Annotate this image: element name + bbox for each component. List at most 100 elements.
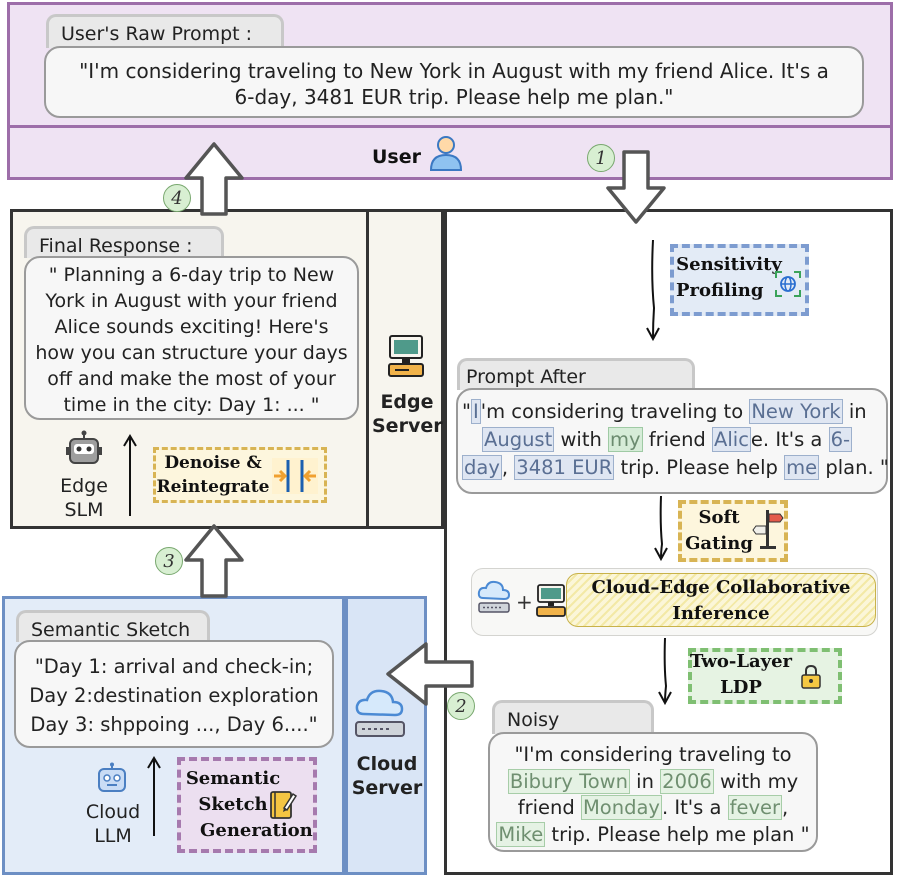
step-4-marker: 4: [163, 184, 191, 212]
final-response-line: off and make the most of your: [47, 368, 336, 390]
final-response-line: " Planning a 6-day trip to New: [48, 264, 335, 286]
soft-gating-label-2: Gating: [685, 533, 753, 554]
ldp-label-1: Two-Layer: [689, 651, 793, 672]
soft-gating-label: Soft Gating: [682, 505, 756, 557]
user-icon: [429, 136, 463, 171]
semantic-generation-label-3: Generation: [200, 820, 313, 841]
user-bar: [7, 128, 893, 180]
final-response-line: York in August with your friend: [45, 290, 338, 312]
user-label: User: [372, 146, 421, 168]
edge-server-label-1: Edge: [380, 391, 434, 413]
collab-label-1: Cloud–Edge Collaborative: [591, 577, 851, 598]
semantic-sketch-tab: Semantic Sketch :: [16, 610, 210, 663]
final-response-line: time in the city: Day 1: ... ": [63, 394, 320, 416]
semantic-generation-label-1: Semantic: [185, 768, 281, 789]
step-2-marker: 2: [447, 692, 475, 720]
token-sensitive: August: [482, 427, 555, 452]
token-sensitive: me: [784, 455, 820, 480]
flow-arrow-left: [386, 642, 474, 706]
denoise-label-2: Reintegrate: [156, 477, 270, 497]
token-sensitive: day: [462, 455, 502, 480]
token: trip. Please help: [614, 456, 785, 479]
cloud-server-icon: [477, 580, 511, 613]
token: 'm considering traveling to: [480, 400, 750, 423]
token: with: [554, 428, 609, 451]
token-sensitive: my: [608, 427, 643, 452]
token: ": [462, 400, 471, 423]
computer-icon: [388, 335, 424, 377]
token: e. It's a: [750, 428, 829, 451]
flow-arrow-up: [184, 142, 244, 216]
up-arrow-icon: [147, 756, 161, 836]
collab-label-2: Inference: [672, 603, 770, 624]
down-arrow-icon: [658, 637, 672, 706]
noisy-prompt-bubble: "I'm considering traveling to Bibury Tow…: [488, 732, 818, 852]
sensitivity-label-1: Sensitivity: [676, 254, 782, 275]
noisy-text: Mike trip. Please help me plan ": [496, 821, 810, 849]
edge-slm-label: Edge SLM: [50, 474, 118, 522]
token-noisy: Bibury Town: [507, 768, 630, 794]
token: in: [629, 769, 661, 793]
collab-label: Cloud–Edge Collaborative Inference: [566, 575, 876, 627]
edge-server-column: [366, 209, 444, 529]
semantic-generation-label: Semantic Sketch Generation: [180, 766, 313, 844]
flow-arrow-down: [606, 150, 666, 224]
semantic-generation-label-2: Sketch: [198, 794, 268, 815]
lock-icon: [801, 664, 821, 689]
edge-server-label: Edge Server: [372, 390, 443, 438]
denoise-label: Denoise & Reintegrate: [156, 451, 270, 499]
flow-arrow-up: [184, 524, 244, 598]
cloud-server-label-1: Cloud: [356, 753, 418, 775]
cloud-server-label-2: Server: [351, 777, 423, 799]
raw-prompt-line-2: 6-day, 3481 EUR trip. Please help me pla…: [234, 85, 674, 109]
token: in: [842, 400, 867, 423]
up-arrow-icon: [123, 434, 137, 516]
sketch-line: Day 2:destination exploration: [29, 684, 319, 707]
token: friend: [642, 428, 713, 451]
cloud-llm-label-2: LLM: [94, 825, 132, 847]
cloud-llm-label-1: Cloud: [85, 801, 141, 823]
cloud-server-label: Cloud Server: [348, 752, 426, 800]
token-sensitive: New York: [749, 399, 843, 424]
computer-icon: [536, 584, 566, 617]
semantic-sketch-generation-box: [177, 757, 317, 853]
scan-globe-icon: [775, 271, 801, 297]
detection-text: day, 3481 EUR trip. Please help me plan.…: [462, 454, 889, 482]
notebook-pen-icon: [270, 791, 298, 819]
noisy-prompt-tab: Noisy Prompt:: [492, 700, 654, 753]
soft-gating-label-1: Soft: [698, 507, 740, 528]
semantic-sketch-bubble: "Day 1: arrival and check-in; Day 2:dest…: [14, 640, 334, 748]
final-response-line: how you can structure your days: [35, 342, 348, 364]
final-response-line: Alice sounds exciting! Here's: [54, 316, 329, 338]
ldp-label: Two-Layer LDP: [688, 649, 794, 701]
token: ,: [501, 456, 515, 479]
token-sensitive: 3481 EUR: [514, 455, 615, 480]
token-noisy: Mike: [496, 821, 546, 847]
token: . It's a: [661, 796, 728, 819]
sketch-line: "Day 1: arrival and check-in;: [34, 655, 314, 678]
edge-server-label-2: Server: [372, 415, 443, 437]
edge-slm-label-2: SLM: [64, 499, 104, 521]
token-noisy: Monday: [580, 795, 662, 820]
token: friend: [517, 796, 581, 819]
sketch-line: Day 3: shppoing ..., Day 6....": [30, 713, 318, 736]
raw-prompt-bubble: "I'm considering traveling to New York i…: [44, 46, 864, 118]
down-arrow-icon: [654, 495, 668, 562]
edge-slm-label-1: Edge: [60, 475, 108, 497]
robot-icon: [66, 430, 102, 464]
final-response-tab: Final Response :: [24, 226, 224, 258]
token-sensitive: 6-: [828, 427, 853, 452]
token-sensitive: Alic: [712, 427, 751, 452]
noisy-text: Bibury Town in 2006 with my: [496, 768, 810, 796]
collab-inference-box: [566, 573, 876, 627]
plus-sign: +: [516, 590, 533, 614]
sensitivity-label-2: Profiling: [676, 280, 764, 301]
cloud-server-icon: [355, 689, 405, 737]
token-noisy: 2006: [660, 768, 714, 794]
noisy-text: friend Monday. It's a fever,: [496, 795, 810, 822]
robot-icon: [98, 762, 126, 792]
token: ,: [782, 796, 789, 819]
token-sensitive: I: [470, 399, 481, 424]
cloud-llm-label: Cloud LLM: [78, 800, 148, 848]
token-noisy: fever: [727, 795, 783, 820]
